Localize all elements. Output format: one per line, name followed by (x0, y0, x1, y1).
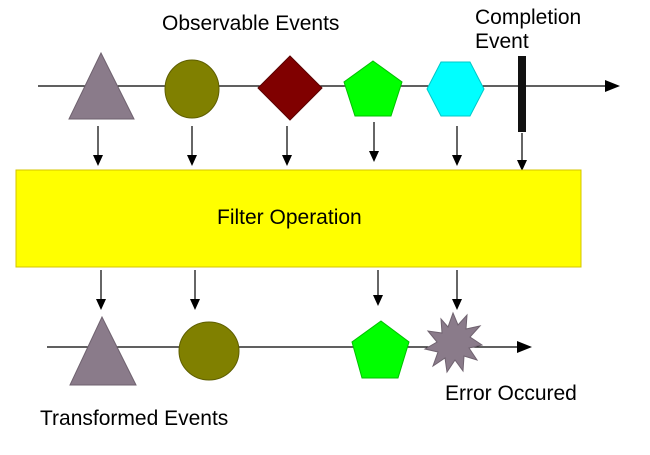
input-triangle-event (68, 51, 135, 120)
output-pentagon-event (351, 320, 410, 379)
completion-event-bar (518, 56, 526, 132)
input-diamond-event (257, 55, 323, 121)
transformed-events-label: Transformed Events (40, 407, 229, 430)
input-arrows (97, 122, 523, 163)
input-circle-event (164, 59, 220, 119)
error-occured-label: Error Occured (445, 382, 577, 405)
input-pentagon-event (343, 60, 403, 117)
input-timeline-arrowhead (605, 80, 620, 92)
output-arrows (100, 270, 458, 302)
output-circle-event (178, 321, 240, 381)
completion-event-label: Completion Event (475, 6, 582, 53)
filter-operation-box (15, 169, 582, 268)
error-star-event (423, 311, 484, 374)
observable-events-label: Observable Events (162, 12, 340, 35)
filter-operation-label: Filter Operation (217, 206, 362, 229)
input-hexagon-event (426, 61, 485, 117)
output-triangle-event (69, 315, 137, 386)
output-arrowheads (96, 295, 462, 310)
input-arrowheads (93, 151, 527, 171)
output-timeline-arrowhead (517, 341, 532, 353)
